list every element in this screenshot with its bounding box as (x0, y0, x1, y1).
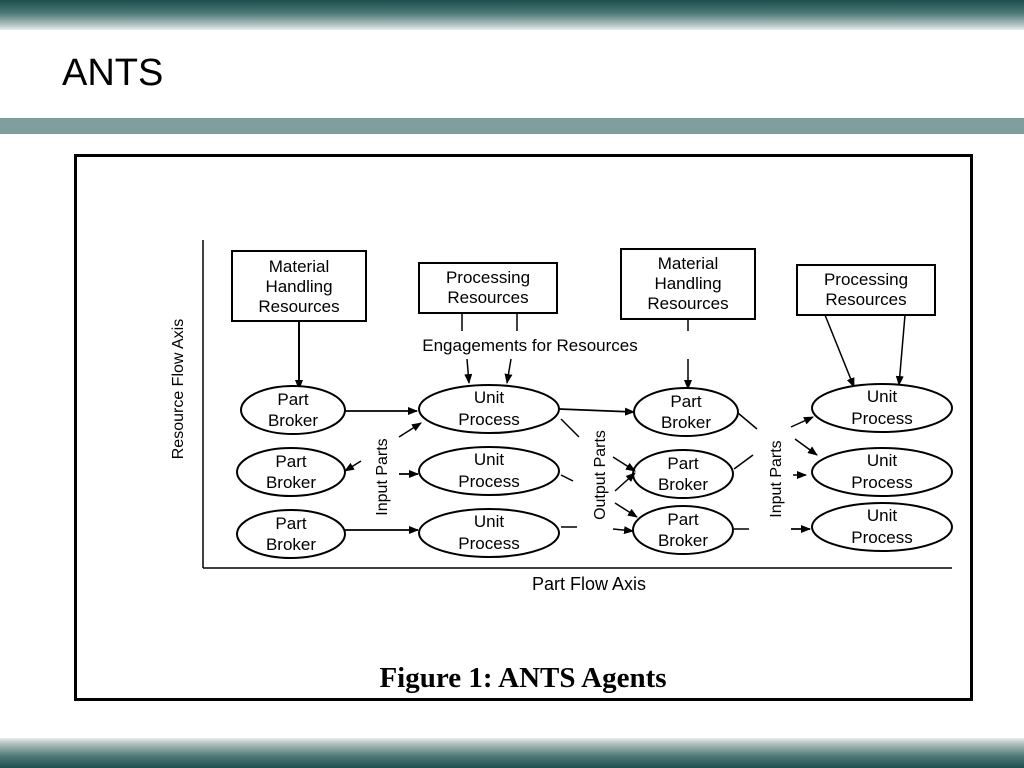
unit-process-node: Unit Process (811, 383, 953, 433)
node-label: Broker (658, 475, 708, 494)
arrow-output-to-broker3b (614, 502, 638, 518)
node-label: Unit (474, 388, 505, 407)
arrow-process1-to-broker (558, 407, 635, 416)
resource-box-line: Resources (447, 288, 528, 307)
line-process2-out (560, 474, 574, 482)
unit-process-node: Unit Process (418, 384, 560, 434)
part-broker-node: Part Broker (632, 449, 734, 499)
figure-caption: Figure 1: ANTS Agents (379, 662, 666, 694)
resource-box-line: Resources (258, 297, 339, 316)
resource-box-line: Handling (265, 277, 332, 296)
node-label: Process (851, 473, 912, 492)
bottom-decorative-bar (0, 738, 1024, 768)
engagements-label: Engagements for Resources (422, 336, 637, 355)
node-label: Broker (268, 411, 318, 430)
node-label: Unit (474, 450, 505, 469)
figure-frame: Resource Flow Axis Part Flow Axis Materi… (74, 154, 973, 701)
arrow-output-to-broker3c (612, 526, 634, 535)
part-broker-node: Part Broker (236, 509, 346, 559)
resource-box-line: Resources (825, 290, 906, 309)
arrow-engage-left (464, 358, 473, 384)
resource-box-line: Material (658, 254, 718, 273)
node-label: Unit (867, 451, 898, 470)
arrow-output-to-broker3a (614, 472, 636, 492)
node-label: Broker (266, 473, 316, 492)
node-label: Part (670, 392, 701, 411)
unit-process-node: Unit Process (418, 446, 560, 496)
node-label: Unit (867, 387, 898, 406)
line-process1-down (560, 418, 580, 438)
node-label: Process (458, 534, 519, 553)
node-label: Part (667, 454, 698, 473)
arrow-engage-right (504, 358, 513, 384)
resource-box-line: Material (269, 257, 329, 276)
node-label: Process (851, 409, 912, 428)
node-label: Part (275, 452, 306, 471)
ants-agents-diagram: Resource Flow Axis Part Flow Axis Materi… (170, 240, 953, 694)
input-parts-label-2: Input Parts (768, 440, 785, 517)
arrow-input-to-process1 (398, 422, 422, 438)
top-decorative-bar (0, 0, 1024, 30)
part-broker-node: Part Broker (240, 385, 346, 435)
y-axis-label: Resource Flow Axis (170, 319, 187, 460)
part-broker-node: Part Broker (236, 447, 346, 497)
unit-process-node: Unit Process (811, 502, 953, 552)
node-label: Unit (474, 512, 505, 531)
resource-box-material-handling-1: Material Handling Resources (231, 250, 367, 322)
node-label: Process (851, 528, 912, 547)
arrow-input2-to-process4b (794, 438, 818, 456)
arrow-output-to-broker2 (612, 456, 636, 472)
resource-box-line: Processing (824, 270, 908, 289)
node-label: Process (458, 410, 519, 429)
part-broker-node: Part Broker (632, 505, 734, 555)
resource-box-line: Processing (446, 268, 530, 287)
x-axis-label: Part Flow Axis (532, 574, 646, 594)
arrow-proc2-left (824, 314, 855, 388)
node-label: Part (667, 510, 698, 529)
node-label: Process (458, 472, 519, 491)
node-label: Broker (661, 413, 711, 432)
resource-box-material-handling-2: Material Handling Resources (620, 248, 756, 320)
unit-process-node: Unit Process (418, 508, 560, 558)
arrow-input-to-broker2 (344, 460, 362, 472)
slide-title: ANTS (62, 52, 164, 94)
line-broker-right-2 (733, 454, 754, 470)
node-label: Broker (266, 535, 316, 554)
title-accent-bar (0, 118, 1024, 134)
resource-box-processing-1: Processing Resources (418, 262, 558, 314)
node-label: Unit (867, 506, 898, 525)
arrow-proc2-right (895, 314, 906, 386)
node-label: Broker (658, 531, 708, 550)
resource-box-processing-2: Processing Resources (796, 264, 936, 316)
node-label: Part (275, 514, 306, 533)
input-parts-label-1: Input Parts (374, 438, 391, 515)
node-label: Part (277, 390, 308, 409)
resource-box-line: Handling (654, 274, 721, 293)
unit-process-node: Unit Process (811, 447, 953, 497)
line-broker-right-1 (737, 412, 758, 430)
resource-box-line: Resources (647, 294, 728, 313)
output-parts-label: Output Parts (592, 430, 609, 520)
part-broker-node: Part Broker (633, 387, 739, 437)
arrow-input2-to-process4a (790, 416, 814, 428)
